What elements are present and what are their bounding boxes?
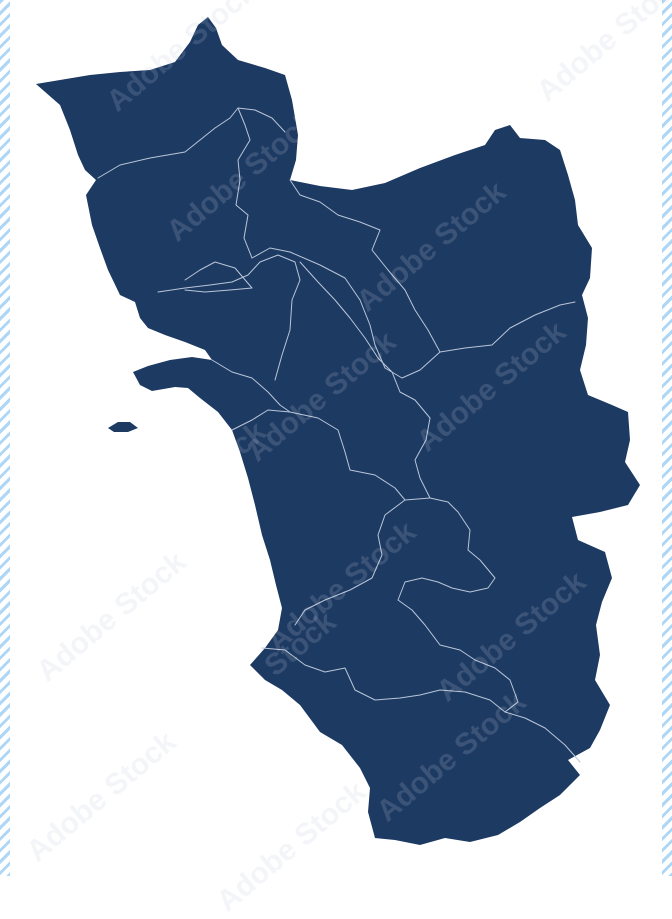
district-border-sattari: [439, 301, 576, 353]
district-border-mormugao: [211, 359, 431, 501]
map-island-north: [132, 293, 158, 312]
map-island-small: [108, 422, 138, 432]
goa-district-map: [36, 17, 640, 845]
district-border-quepem: [294, 499, 406, 626]
district-border-tiswadi: [157, 254, 301, 381]
district-border-salcete: [231, 409, 291, 431]
district-border-river-mandovi: [184, 261, 253, 293]
district-border-ponda: [299, 261, 431, 499]
district-border-sanguem: [397, 497, 496, 651]
district-border-dharbandora: [251, 247, 441, 379]
district-border-canacona-north: [261, 647, 581, 763]
district-border-north-pernem: [97, 107, 286, 179]
striped-border-right: [662, 0, 672, 876]
district-border-canacona-east: [459, 649, 519, 713]
district-border-bicholim: [289, 179, 441, 353]
district-border-bardez-east: [235, 107, 253, 259]
striped-border-left: [0, 0, 10, 876]
